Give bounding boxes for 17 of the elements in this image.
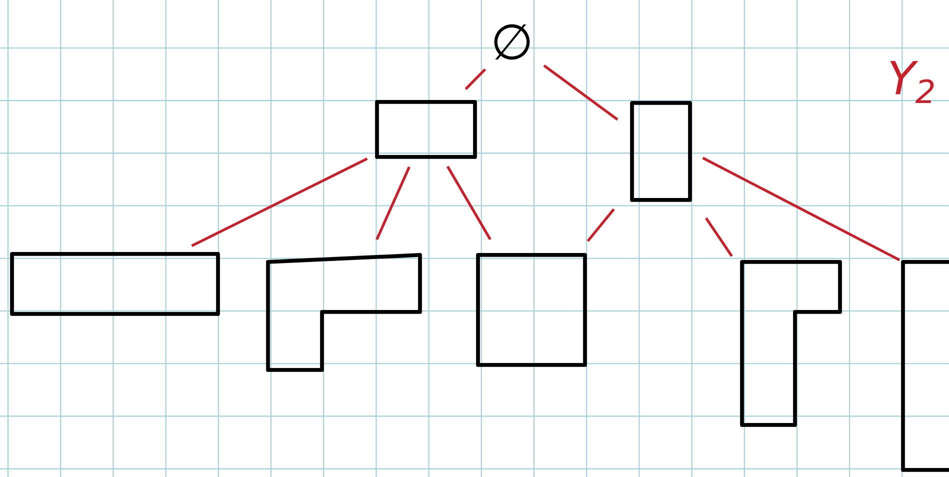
connector-line [191, 157, 368, 247]
connector-line [702, 156, 900, 262]
connector-line [543, 64, 618, 121]
polyomino-shape [901, 260, 949, 472]
polyomino-shape [10, 252, 220, 316]
connector-line [705, 217, 733, 257]
polyomino-shape [630, 101, 692, 202]
connector-line [446, 166, 492, 240]
polyomino-shape [375, 100, 477, 159]
connector-line [464, 68, 486, 90]
empty-set-symbol: ∅ [494, 24, 530, 60]
polyomino-shape [740, 260, 842, 427]
level-label: Y$_{2}$ [890, 60, 934, 103]
polyomino-shape [266, 253, 422, 372]
connector-line [586, 208, 615, 242]
connector-line [376, 166, 410, 240]
polyomino-shape [476, 253, 587, 367]
